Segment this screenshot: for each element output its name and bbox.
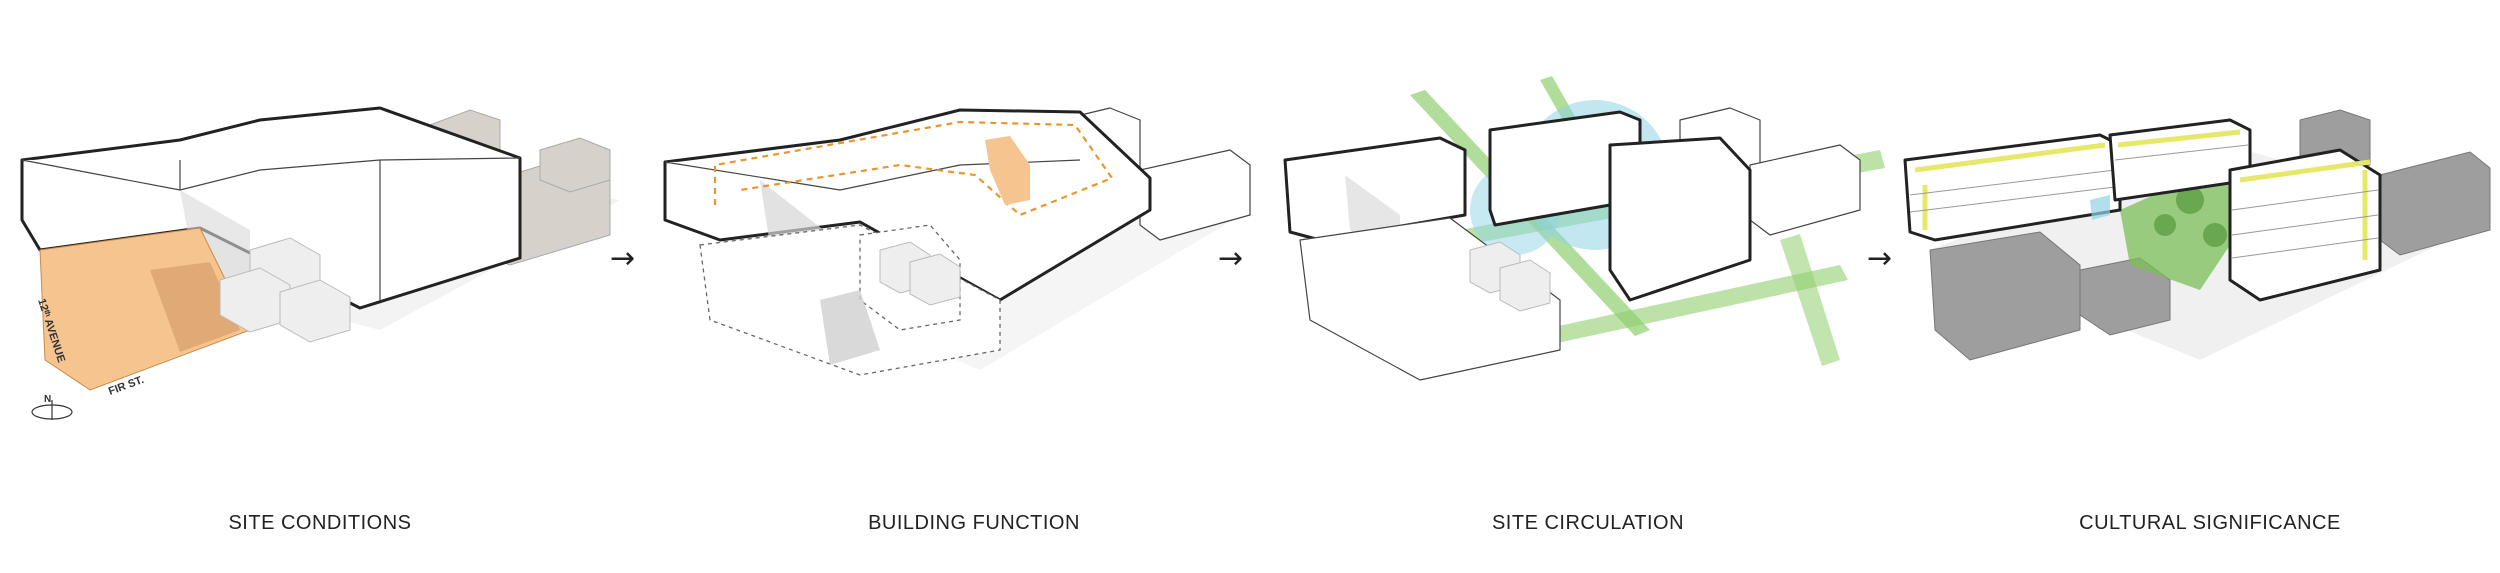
courtyard-green — [2120, 170, 2260, 290]
arrow-icon: → — [1218, 241, 1244, 276]
existing-building-mass — [20, 106, 522, 310]
caption-building-function: BUILDING FUNCTION — [868, 512, 1080, 534]
north-compass-icon: N — [31, 394, 73, 420]
caption-site-conditions: SITE CONDITIONS — [228, 512, 412, 534]
caption-cultural-significance: CULTURAL SIGNIFICANCE — [2079, 512, 2341, 534]
svg-text:N: N — [44, 394, 51, 405]
proposed-building-mass — [663, 108, 1152, 302]
panel-building-function — [663, 107, 1251, 376]
program-dashed-outline — [713, 120, 1114, 217]
panel-cultural-significance — [1903, 109, 2491, 361]
caption-site-circulation: SITE CIRCULATION — [1491, 512, 1685, 534]
circulation-path — [1540, 265, 1848, 345]
circulation-path — [1780, 234, 1840, 366]
panel-site-circulation — [1283, 76, 1885, 381]
arrow-icon: → — [610, 241, 636, 276]
arrow-icon: → — [1867, 241, 1893, 276]
panel-site-conditions: 12ᵗʰ AVENUE FIR ST. N — [20, 106, 620, 420]
